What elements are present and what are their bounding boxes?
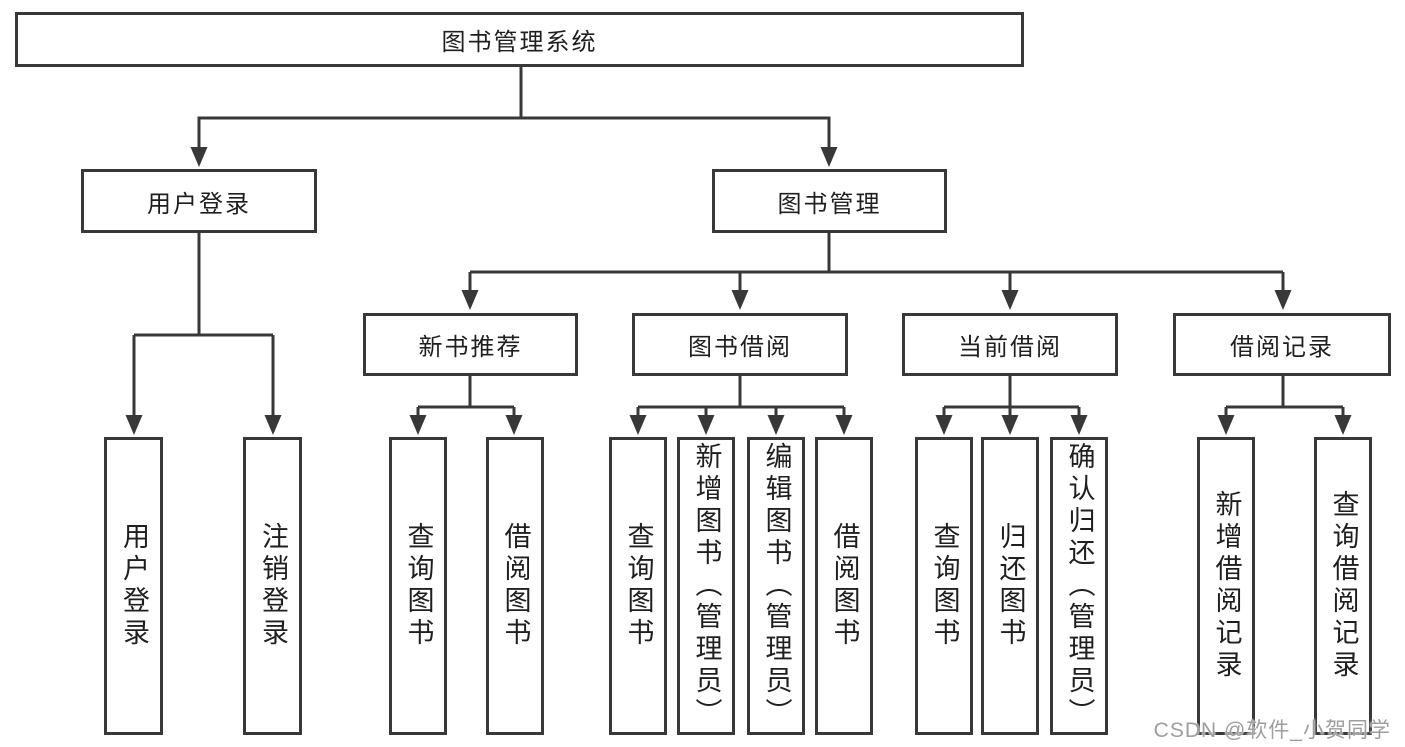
leaf-logout: 注销登录 [243,437,302,735]
node-borrowing-records: 借阅记录 [1173,313,1391,376]
leaf-search-borrow-record: 查询借阅记录 [1314,437,1372,735]
csdn-watermark: CSDN @软件_小贺同学 [1153,719,1391,742]
leaf-user-login: 用户登录 [104,437,163,735]
leaf-edit-books-admin: 编辑图书（管理员） [747,437,805,735]
tree-branch-lines [132,67,1345,418]
leaf-search-books-current: 查询图书 [915,437,973,735]
node-current-borrowing: 当前借阅 [902,313,1118,376]
leaf-add-books-admin: 新增图书（管理员） [677,437,735,735]
leaf-search-books-recommend: 查询图书 [389,437,447,735]
arrowhead-icons [125,147,1352,435]
node-new-book-recommendation: 新书推荐 [363,313,578,376]
node-book-management: 图书管理 [712,169,947,233]
leaf-borrow-books-recommend: 借阅图书 [486,437,544,735]
leaf-confirm-return-admin: 确认归还（管理员） [1050,437,1108,735]
leaf-add-borrow-record: 新增借阅记录 [1197,437,1255,735]
leaf-search-books-borrowing: 查询图书 [609,437,667,735]
node-user-login: 用户登录 [81,169,317,233]
node-library-management-system: 图书管理系统 [15,12,1024,67]
leaf-return-books: 归还图书 [981,437,1039,735]
node-book-borrowing: 图书借阅 [632,313,848,376]
leaf-borrow-books-borrowing: 借阅图书 [815,437,873,735]
